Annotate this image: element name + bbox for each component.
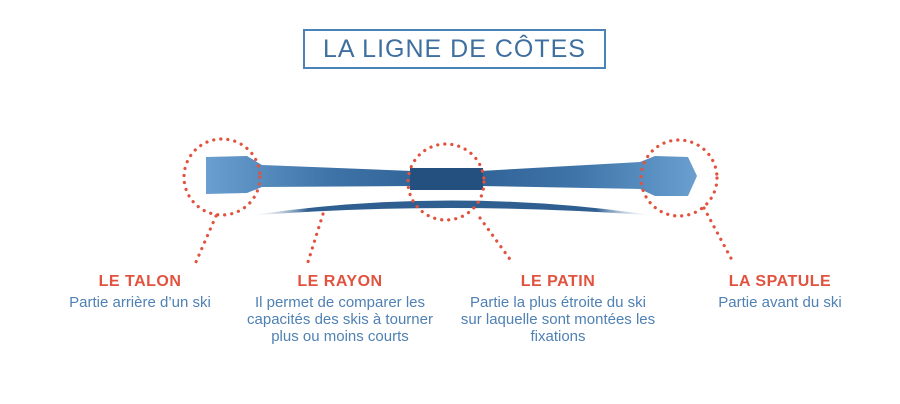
- rayon-leader-line: [306, 212, 325, 264]
- patin-heading: LE PATIN: [520, 273, 596, 290]
- label-patin: LE PATIN Partie la plus étroite du ski s…: [458, 272, 658, 345]
- talon-leader-line: [194, 214, 218, 264]
- label-rayon: LE RAYON Il permet de comparer les capac…: [240, 272, 440, 345]
- patin-description: Partie la plus étroite du ski sur laquel…: [460, 294, 656, 345]
- patin-leader-line: [478, 216, 514, 264]
- diagram-title-box: LA LIGNE DE CÔTES: [303, 29, 606, 69]
- rayon-heading: LE RAYON: [297, 273, 383, 290]
- spatule-description: Partie avant du ski: [718, 294, 842, 311]
- spatule-leader-line: [702, 206, 735, 264]
- ski-patin-section: [410, 168, 483, 190]
- label-spatule: LA SPATULE Partie avant du ski: [690, 272, 870, 311]
- talon-heading: LE TALON: [98, 273, 182, 290]
- spatule-highlight-circle: [639, 138, 719, 218]
- talon-description: Partie arrière d’un ski: [69, 294, 211, 311]
- patin-highlight-circle: [406, 142, 486, 222]
- sidecut-curve: [246, 200, 658, 216]
- rayon-description: Il permet de comparer les capacités des …: [247, 294, 433, 345]
- talon-highlight-circle: [182, 137, 262, 217]
- diagram-title: LA LIGNE DE CÔTES: [323, 34, 586, 63]
- spatule-heading: LA SPATULE: [728, 273, 832, 290]
- label-talon: LE TALON Partie arrière d’un ski: [45, 272, 235, 311]
